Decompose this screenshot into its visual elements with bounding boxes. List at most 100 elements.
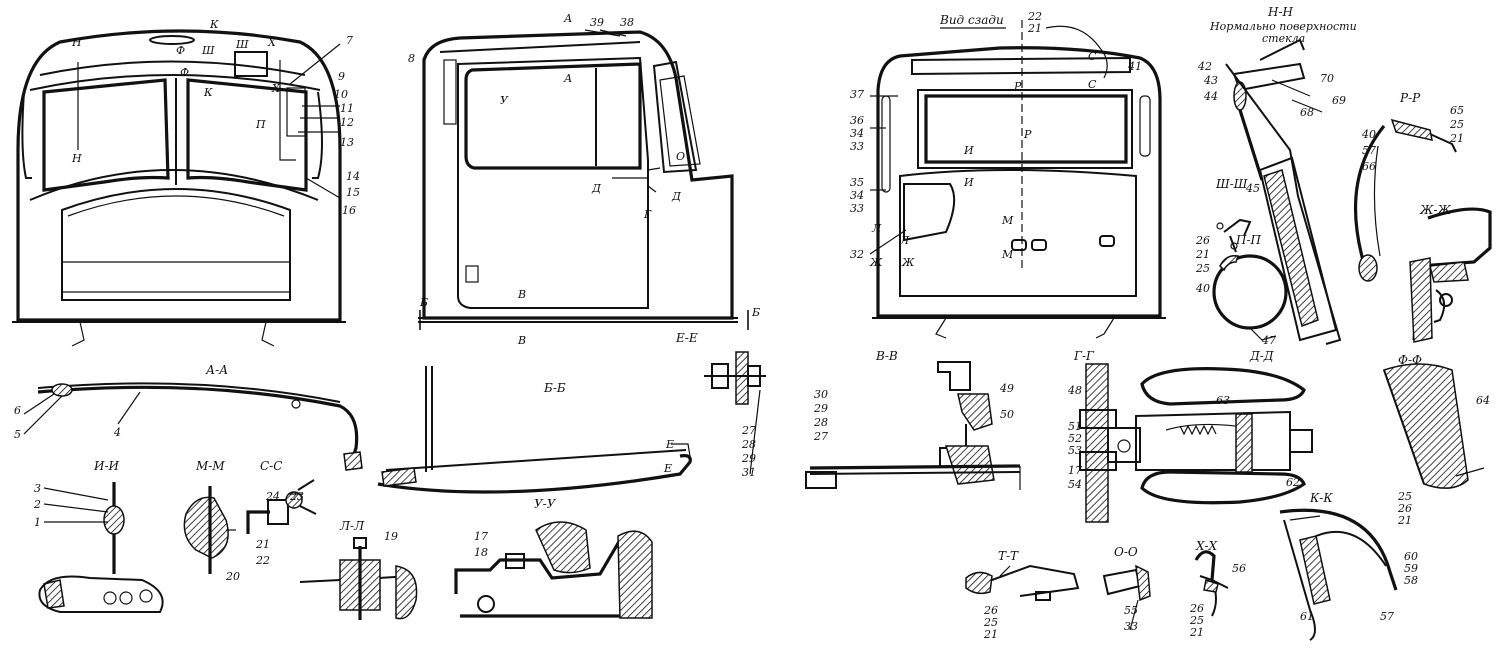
callout-number: 31 [742, 466, 756, 479]
callout-number: 49 [999, 382, 1014, 395]
callout-number: 22 [1027, 10, 1042, 23]
callout-number: 28 [741, 438, 756, 451]
cut-letter: Ш [235, 38, 249, 51]
callout-number: 41 [1127, 60, 1142, 73]
callout-number: 57 [1380, 610, 1394, 623]
callout-number: 28 [813, 416, 828, 429]
cut-letter: К [209, 18, 219, 31]
caption-mm: М-М [195, 459, 225, 473]
cut-letter: Р [1013, 80, 1022, 93]
cut-letter: Х [271, 82, 281, 95]
callout-number: 25 [1397, 490, 1412, 503]
cut-letter: С [1088, 50, 1097, 63]
caption-uu: У-У [534, 497, 557, 511]
callout-number: 14 [346, 170, 360, 183]
callout-number: 25 [1449, 118, 1464, 131]
callout-number: 2 [33, 498, 41, 511]
callouts-rear: 22 21 41 37 36 34 33 35 34 33 32 [850, 10, 1142, 261]
cut-letter: Н [71, 36, 82, 49]
section-ss [246, 479, 317, 534]
section-shsh-pp [1212, 218, 1288, 341]
callout-number: 69 [1332, 94, 1346, 107]
cut-marks-rear: Р Р С С И И М М Л Л Ж Ж [869, 50, 1097, 269]
callouts-side: 39 38 [590, 16, 634, 29]
callout-number: 22 [255, 554, 270, 567]
callouts-front: 7 8 9 10 11 12 13 14 15 16 [334, 34, 415, 217]
callout-number: 10 [334, 88, 348, 101]
cut-letter: М [1001, 248, 1014, 261]
callout-number: 63 [1216, 394, 1230, 407]
cut-letter: О [676, 150, 685, 163]
section-nn-wiper [1225, 38, 1342, 345]
callout-number: 4 [113, 426, 121, 439]
callout-number: 29 [741, 452, 756, 465]
callout-number: 40 [1195, 282, 1210, 295]
callout-number: 70 [1320, 72, 1334, 85]
callout-number: 33 [1124, 620, 1138, 633]
callouts-dd-ff: 63 62 64 [1216, 394, 1490, 489]
callout-number: 26 [983, 604, 998, 617]
rear-view-title: Вид сзади [939, 13, 1004, 27]
callouts-nn: 42 43 44 45 68 69 70 [1197, 60, 1346, 195]
cut-letter: Д [591, 182, 602, 195]
callout-number: 6 [14, 404, 21, 417]
section-captions: А-А Б-Б Е-Е И-И М-М С-С Л-Л У-У В-В Г-Г … [93, 91, 1452, 563]
cut-letter: Л [871, 222, 882, 235]
callout-number: 21 [255, 538, 270, 551]
callout-number: 21 [1397, 514, 1412, 527]
callout-number: 35 [850, 176, 864, 189]
section-mm [183, 486, 236, 574]
cut-letter: К [203, 86, 213, 99]
callouts-ii: 3 2 1 [33, 482, 109, 529]
callout-number: 21 [1189, 626, 1204, 639]
callout-number: 25 [983, 616, 998, 629]
callout-number: 39 [590, 16, 604, 29]
callout-number: 12 [340, 116, 354, 129]
callout-number: 24 [265, 490, 280, 503]
callout-number: 21 [983, 628, 998, 641]
cut-marks-front: К Н Ф Ш Х П Ш Ф К Х Н [71, 18, 281, 165]
section-oo [1102, 564, 1151, 631]
callout-number: 58 [1404, 574, 1418, 587]
cut-letter: Е [665, 438, 674, 451]
caption-ff: Ф-Ф [1398, 353, 1422, 367]
callouts-mm-ss-ll-uu: 20 24 23 21 22 19 17 18 [225, 490, 488, 583]
cut-letter: В [517, 288, 526, 301]
callout-number: 48 [1067, 384, 1082, 397]
caption-vv: В-В [875, 349, 898, 363]
section-zhzh [1409, 207, 1492, 343]
callout-number: 32 [850, 248, 864, 261]
section-kk [1279, 508, 1398, 641]
caption-xx: Х-Х [1195, 539, 1218, 553]
cut-letter: В [517, 334, 526, 347]
cut-letter: Ж [901, 256, 915, 269]
callout-number: 66 [1362, 160, 1376, 173]
callout-number: 9 [338, 70, 345, 83]
callout-number: 59 [1404, 562, 1418, 575]
cut-marks-side: А А У О Д Д Г В В Б Б Е Е [419, 12, 760, 475]
rear-view [869, 20, 1166, 339]
section-dd [1135, 367, 1313, 505]
callout-number: 1 [34, 516, 41, 529]
front-view [12, 29, 346, 347]
cut-letter: Е [663, 462, 672, 475]
section-ll [299, 537, 418, 620]
cut-letter: Ф [176, 44, 185, 57]
callout-number: 30 [814, 388, 828, 401]
cut-letter: Н [71, 152, 82, 165]
callout-number: 54 [1068, 478, 1082, 491]
caption-bb: Б-Б [543, 381, 566, 395]
callout-number: 26 [1195, 234, 1210, 247]
section-rr [1353, 118, 1457, 282]
callout-number: 27 [813, 430, 828, 443]
callout-number: 61 [1300, 610, 1314, 623]
callout-number: 56 [1232, 562, 1246, 575]
callout-number: 60 [1404, 550, 1418, 563]
callout-number: 18 [474, 546, 488, 559]
caption-shsh: Ш-Ш [1215, 177, 1248, 191]
cut-letter: Ф [180, 66, 189, 79]
caption-gg: Г-Г [1073, 349, 1095, 363]
callout-number: 29 [813, 402, 828, 415]
callout-number: 57 [1362, 144, 1376, 157]
callout-number: 65 [1450, 104, 1464, 117]
